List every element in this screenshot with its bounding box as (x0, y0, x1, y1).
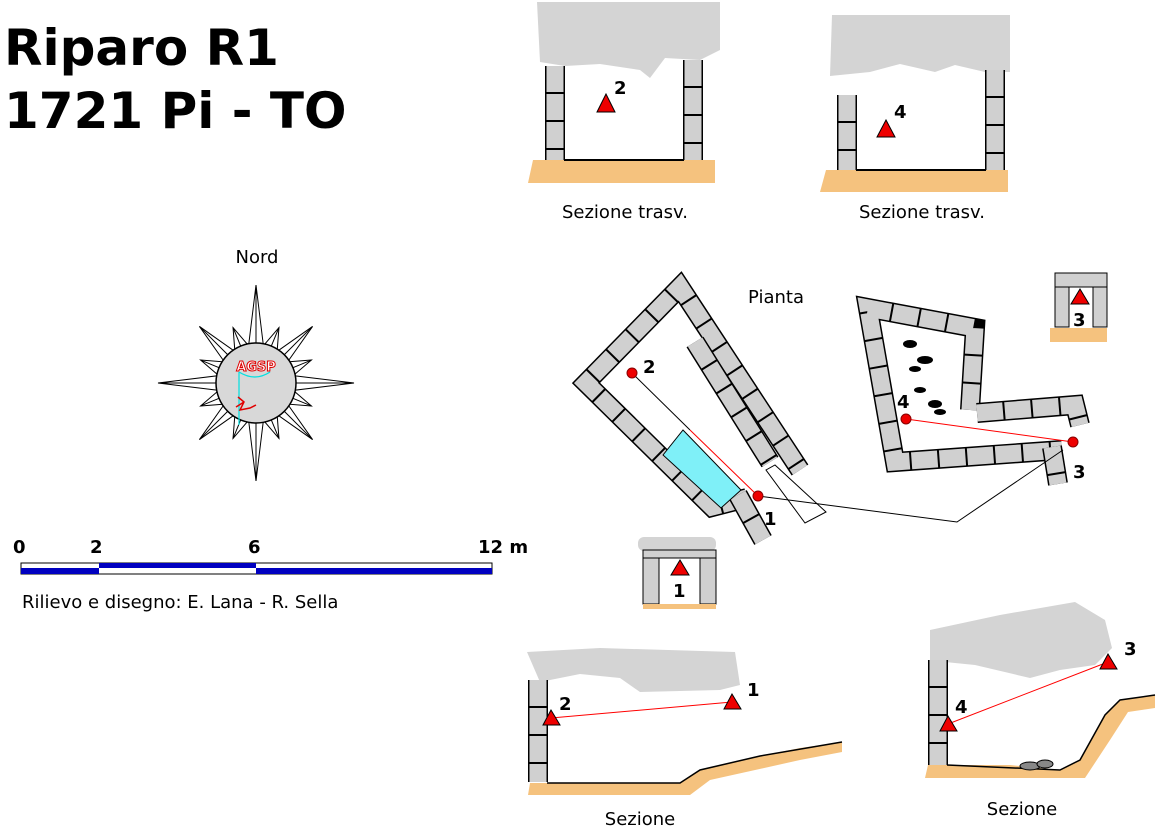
compass-point-ridge (270, 417, 280, 439)
compass-point-ridge (282, 409, 313, 440)
compass-point-ridge (232, 327, 242, 349)
plan-view: Pianta 2 1 4 3 (571, 271, 1090, 545)
compass-point-ridge (270, 327, 280, 349)
station-3-marker (1067, 436, 1079, 448)
boulders (903, 340, 946, 415)
compass-point-ridge (282, 326, 313, 357)
station-triangle-icon (876, 118, 896, 138)
longitudinal-section-1: 2 1 Sezione (527, 648, 843, 830)
station-triangle-icon (939, 714, 958, 732)
section-caption: Sezione trasv. (562, 202, 688, 223)
compass-point-ridge (200, 359, 222, 369)
scale-tick: 0 (13, 537, 26, 558)
station-triangle-icon (542, 708, 561, 726)
compass-point-ridge (200, 397, 222, 407)
inset-section-3: 3 (1050, 272, 1108, 342)
plan-label: Pianta (748, 287, 804, 308)
section-caption: Sezione trasv. (859, 202, 985, 223)
station-4-marker (900, 413, 912, 425)
compass-point-ridge (199, 326, 230, 357)
station-triangle-icon (1070, 288, 1090, 305)
water-pool (662, 429, 742, 509)
station-label: 4 (955, 697, 968, 718)
station-2-marker (626, 367, 638, 379)
section-caption: Sezione (987, 799, 1057, 820)
station-triangle-icon (596, 92, 616, 113)
credit-text: Rilievo e disegno: E. Lana - R. Sella (22, 592, 338, 613)
station-label: 3 (1124, 639, 1137, 660)
station-label: 1 (673, 581, 686, 602)
station-label: 3 (1073, 310, 1086, 331)
scale-tick: 6 (248, 537, 261, 558)
cross-section-1: 2 Sezione trasv. (528, 2, 720, 223)
compass-point-ridge (290, 359, 312, 369)
station-label: 4 (897, 392, 910, 413)
inset-section-1: 1 (638, 537, 717, 609)
station-triangle-icon (723, 692, 742, 710)
station-label: 3 (1073, 462, 1086, 483)
station-1-marker (752, 490, 764, 502)
longitudinal-section-2: 4 3 Sezione (925, 602, 1156, 820)
compass-point-ridge (199, 409, 230, 440)
section-caption: Sezione (605, 809, 675, 830)
station-triangle-icon (1099, 652, 1118, 670)
north-label: Nord (236, 247, 279, 268)
station-label: 1 (747, 680, 760, 701)
compass-point-ridge (290, 397, 312, 407)
compass-rose: Nord AGSP (157, 247, 355, 482)
scale-tick: 2 (90, 537, 103, 558)
station-label: 2 (643, 357, 656, 378)
station-label: 2 (559, 694, 572, 715)
station-label: 1 (764, 509, 777, 530)
compass-point-ridge (232, 417, 242, 439)
cross-section-2: 4 Sezione trasv. (820, 15, 1010, 223)
scale-bar: 0 2 6 12 m Rilievo e disegno: E. Lana - … (13, 537, 528, 613)
scale-tick: 12 m (478, 537, 528, 558)
agsp-logo: AGSP (236, 360, 276, 375)
title-line2: 1721 Pi - TO (4, 82, 347, 140)
station-triangle-icon (670, 559, 690, 576)
title-line1: Riparo R1 (4, 19, 279, 77)
station-label: 2 (614, 78, 627, 99)
station-label: 4 (894, 102, 907, 123)
